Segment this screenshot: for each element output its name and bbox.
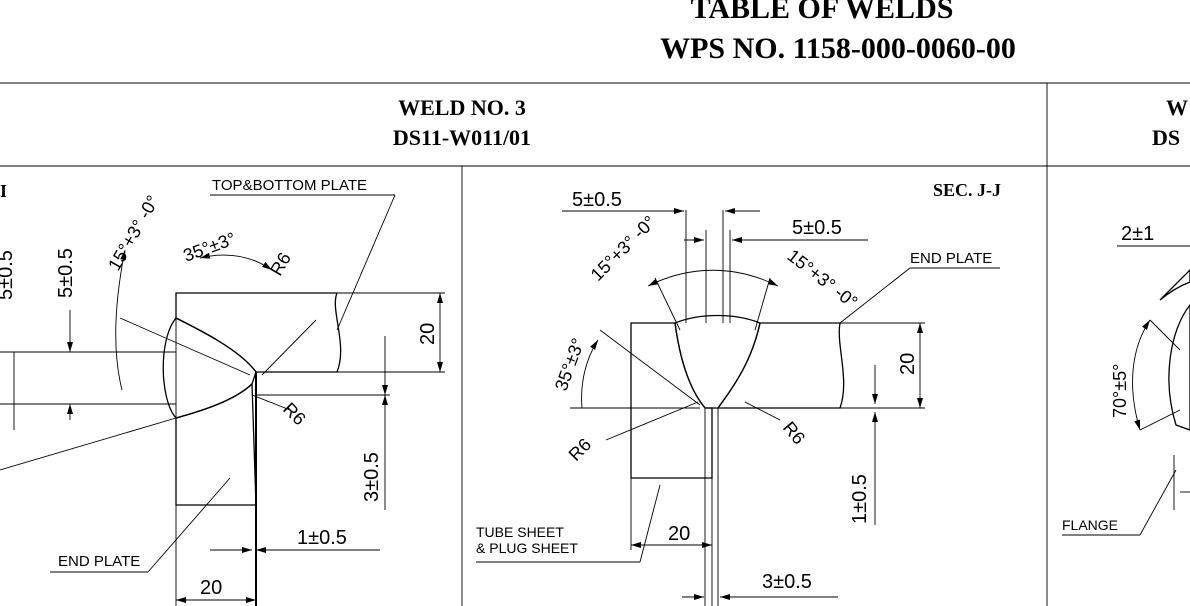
table-title: TABLE OF WELDS	[691, 0, 954, 25]
top-plate-shape	[175, 292, 342, 373]
angle-35-left: 35°±3°	[181, 228, 239, 265]
dim-5-left: 5±0.5	[55, 248, 77, 298]
end-plate-left: END PLATE	[58, 553, 140, 570]
dim-5-partial: 5±0.5	[0, 250, 17, 300]
dim-3-middle: 3±0.5	[762, 571, 812, 593]
dim-1-left: 1±0.5	[297, 527, 347, 549]
next-weld-number: W	[1166, 95, 1188, 120]
r6-top-left: R6	[266, 249, 295, 279]
flange-label: FLANGE	[1062, 517, 1118, 533]
angle-15-right-middle: 15°+3° -0°	[784, 245, 862, 312]
dim-3-left: 3±0.5	[361, 452, 383, 502]
dim-2-right: 2±1	[1121, 223, 1154, 245]
angle-15-left: 15°+3° -0°	[104, 192, 163, 274]
r6-right-middle: R6	[779, 418, 809, 448]
dim-5-right-middle: 5±0.5	[792, 217, 842, 239]
table-frame	[0, 82, 1190, 606]
section-middle-label: SEC. J-J	[933, 180, 1001, 200]
dim-1-middle: 1±0.5	[849, 474, 871, 524]
weld-bead-left	[162, 317, 257, 419]
section-right-drawing: 2±1 70°±5° FLANGE	[1062, 223, 1190, 536]
tube-sheet-label-1: TUBE SHEET	[476, 524, 564, 540]
weld-drawing-ref: DS11-W011/01	[393, 125, 531, 150]
next-weld-ref: DS	[1152, 125, 1180, 150]
dim-20-v-middle: 20	[897, 353, 919, 375]
dim-20-h-left: 20	[200, 577, 222, 599]
dim-5-top-middle: 5±0.5	[572, 189, 622, 211]
dim-top-bottom-plate: TOP&BOTTOM PLATE	[212, 177, 367, 194]
section-middle-drawing: SEC. J-J	[476, 180, 1001, 606]
section-left-label: -I	[0, 181, 7, 201]
weld-number: WELD NO. 3	[398, 95, 526, 120]
dim-20-v-left: 20	[417, 323, 439, 345]
tube-sheet-label-2: & PLUG SHEET	[476, 540, 578, 556]
angle-15-left-middle: 15°+3° -0°	[587, 212, 660, 285]
end-plate-shape	[175, 382, 257, 506]
end-plate-middle: END PLATE	[910, 250, 992, 267]
weld-bead-middle	[674, 314, 761, 409]
section-left-drawing: -I TOP&BOTTOM PLATE 5±0.	[0, 177, 445, 606]
angle-70-right: 70°±5°	[1110, 364, 1130, 418]
wps-number: WPS NO. 1158-000-0060-00	[660, 32, 1016, 65]
end-plate-middle-shape	[716, 322, 845, 409]
r6-bottom-left: R6	[279, 399, 309, 429]
r6-left-middle: R6	[565, 434, 595, 464]
dim-20-h-middle: 20	[668, 523, 690, 545]
right-weld-shape	[1168, 303, 1190, 431]
